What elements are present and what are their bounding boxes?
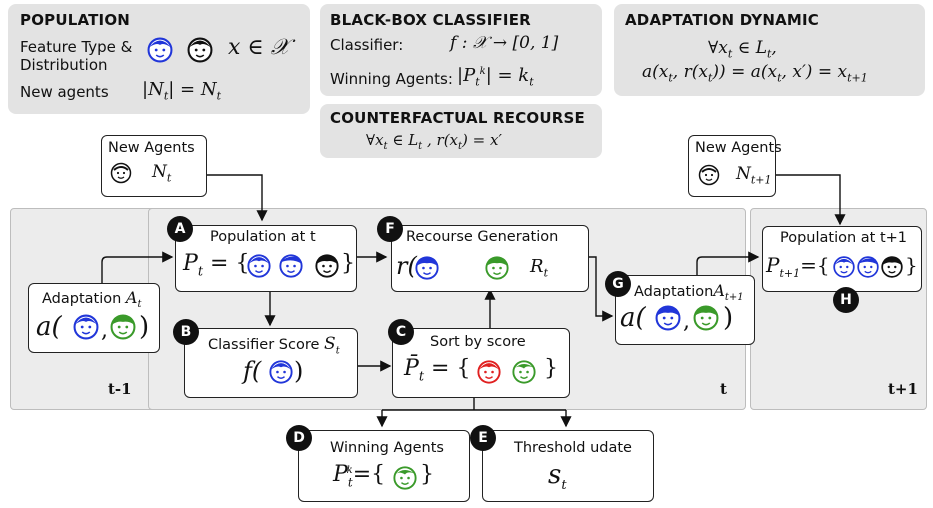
winning-label: Winning Agents	[330, 440, 444, 456]
threshold-formula: st	[548, 460, 567, 494]
winning-label: Winning Agents:	[330, 70, 453, 88]
threshold-box	[482, 430, 654, 502]
badge-d: D	[286, 425, 312, 451]
winning-formula: Ptk={	[333, 462, 386, 490]
classifier-formula: f : 𝒳 → [0, 1]	[450, 33, 559, 53]
recourse-formula: r(	[396, 252, 417, 280]
population-t-close: }	[341, 251, 355, 276]
sort-close: }	[544, 356, 558, 381]
adaptation-panel	[614, 4, 925, 96]
blue-agent-icon	[73, 314, 99, 340]
black-agent-icon	[187, 37, 213, 63]
badge-a: A	[167, 216, 193, 242]
winning-formula: |Ptk| = kt	[457, 65, 534, 89]
feature-label-2: Distribution	[20, 56, 108, 74]
feature-label-1: Feature Type &	[20, 38, 133, 56]
recourse-label: Recourse Generation	[406, 229, 559, 245]
adaptation-t-label: Adaptation At	[42, 288, 142, 311]
classifier-score-close: )	[294, 357, 304, 385]
sort-formula: P̄t = {	[404, 356, 471, 385]
green-agent-icon	[693, 305, 719, 331]
population-title: POPULATION	[20, 11, 131, 29]
badge-f: F	[377, 216, 403, 242]
green-agent-icon	[393, 466, 417, 490]
recourse-result: Rt	[530, 256, 548, 280]
adaptation-title: ADAPTATION DYNAMIC	[625, 11, 820, 29]
badge-b: B	[173, 319, 199, 345]
adaptation-next-sep: ,	[683, 309, 690, 334]
recourse-formula: ∀xt ∈ Lt , r(xt) = x′	[366, 131, 502, 152]
classifier-panel	[320, 4, 602, 96]
sort-box	[392, 328, 570, 398]
new-agents-formula: |Nt| = Nt	[142, 79, 222, 103]
population-t-label: Population at t	[210, 229, 316, 245]
new-agents-label: New Agents	[108, 140, 195, 156]
blue-agent-icon	[269, 360, 293, 384]
time-label-prev: t-1	[108, 380, 132, 398]
time-label-next: t+1	[888, 380, 918, 398]
classifier-label: Classifier:	[330, 36, 404, 54]
sort-label: Sort by score	[430, 334, 526, 350]
population-next-close: }	[905, 253, 918, 277]
new-agents-next-box	[688, 135, 776, 197]
time-label-current: t	[720, 380, 727, 398]
new-agent-next-face-icon	[698, 164, 720, 186]
blue-agent-icon	[279, 254, 303, 278]
classifier-score-box	[184, 328, 358, 398]
adaptation-next-box	[615, 275, 755, 345]
green-agent-icon	[485, 256, 509, 280]
blue-agent-icon	[833, 256, 855, 278]
new-agents-next-formula: Nt+1	[736, 164, 772, 187]
badge-e: E	[470, 425, 496, 451]
new-agents-label: New agents	[20, 83, 109, 101]
threshold-label: Threshold udate	[514, 440, 632, 456]
new-agents-formula: Nt	[152, 162, 172, 185]
adaptation-formula-2: a(xt, r(xt)) = a(xt, x′) = xt+1	[642, 62, 868, 85]
population-next-label: Population at t+1	[780, 230, 908, 246]
red-agent-icon	[477, 360, 501, 384]
recourse-title: COUNTERFACTUAL RECOURSE	[330, 109, 585, 127]
green-agent-icon	[512, 360, 536, 384]
blue-agent-icon	[655, 305, 681, 331]
population-next-formula: Pt+1={	[766, 253, 830, 280]
black-agent-icon	[315, 254, 339, 278]
blue-agent-icon	[147, 37, 173, 63]
adaptation-t-sep: ,	[101, 318, 108, 343]
adaptation-next-formula: a(	[620, 303, 646, 333]
feature-formula: x ∈ 𝒳	[228, 35, 290, 60]
population-t-formula: Pt = {	[183, 251, 250, 280]
winning-box	[298, 430, 470, 502]
adaptation-t-close: )	[139, 312, 150, 342]
badge-h: H	[833, 287, 859, 313]
green-agent-icon	[110, 314, 136, 340]
recourse-panel	[320, 104, 602, 158]
classifier-score-formula: f(	[243, 357, 262, 385]
adaptation-next-label: AdaptationAt+1	[634, 281, 744, 304]
blue-agent-icon	[857, 256, 879, 278]
classifier-score-label: Classifier Score St	[208, 334, 340, 357]
winning-close: }	[420, 462, 434, 487]
black-agent-icon	[881, 256, 903, 278]
blue-agent-icon	[415, 256, 439, 280]
blue-agent-icon	[247, 254, 271, 278]
classifier-title: BLACK-BOX CLASSIFIER	[330, 11, 531, 29]
new-agents-next-label: New Agents	[695, 140, 782, 156]
badge-c: C	[388, 319, 414, 345]
badge-g: G	[605, 271, 631, 297]
adaptation-t-formula: a(	[36, 312, 62, 342]
adaptation-formula-1: ∀xt ∈ Lt,	[708, 38, 777, 61]
adaptation-next-close: )	[723, 303, 734, 333]
new-agent-face-icon	[110, 162, 132, 184]
